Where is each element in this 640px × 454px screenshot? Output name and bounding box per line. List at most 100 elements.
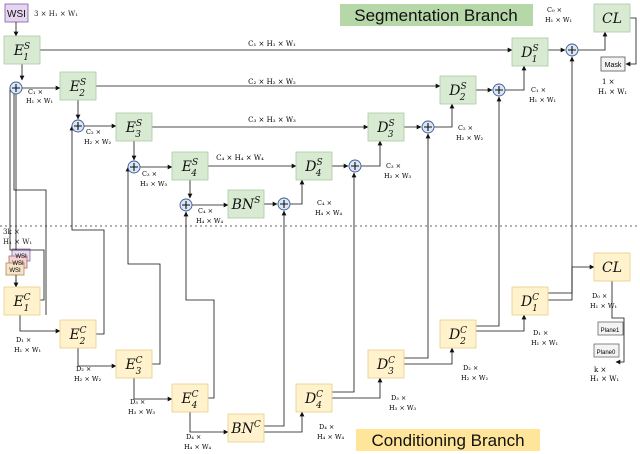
cond-bn-block: BNC xyxy=(227,413,265,443)
connections xyxy=(9,17,637,435)
dim-label: H₃ × W₃ xyxy=(128,408,156,416)
connection xyxy=(290,179,305,205)
dim-label: H₃ × W₃ xyxy=(140,180,168,188)
dim-label: H₃ × W₃ xyxy=(384,172,412,180)
connection xyxy=(19,315,61,334)
connection xyxy=(476,96,502,327)
wsi-stack-slice xyxy=(5,262,25,276)
mask-dims-b: H₁ × W₁ xyxy=(598,88,627,96)
connection xyxy=(404,347,455,365)
connection xyxy=(361,140,383,167)
connection xyxy=(578,31,608,51)
connection xyxy=(133,378,173,402)
conditioning-title-bg xyxy=(356,429,540,451)
connection xyxy=(611,281,625,365)
connection xyxy=(548,264,595,301)
sum-node xyxy=(179,198,193,212)
plane-output-box xyxy=(597,321,624,336)
connection xyxy=(125,166,161,365)
seg-cl-block: CL xyxy=(593,3,631,33)
connection xyxy=(332,377,383,399)
dim-label: D₁ × xyxy=(16,336,31,344)
connection xyxy=(332,172,357,393)
dim-label: C₁ × xyxy=(531,86,546,94)
dim-label: H₁ × W₁ xyxy=(529,96,557,104)
dim-label: H₄ × W₄ xyxy=(315,209,343,217)
connection xyxy=(505,65,527,91)
wsi-input-box xyxy=(4,3,29,23)
dim-label: C₁ × H₁ × W₁ xyxy=(248,40,296,48)
mask-label: Mask xyxy=(605,62,622,69)
plane-label: Plane1 xyxy=(601,328,620,334)
connection xyxy=(69,125,105,335)
dim-label: H₁ × W₁ xyxy=(545,16,573,24)
cond-cl-block: CL xyxy=(593,252,631,282)
connection xyxy=(264,210,287,427)
dim-label: D₄ × xyxy=(186,433,201,441)
dim-label: D₂ × xyxy=(463,364,478,372)
dim-label: H₄ × W₄ xyxy=(184,443,212,451)
dim-label: H₁ × W₁ xyxy=(26,97,54,105)
seg-bn-block: BNS xyxy=(227,189,265,219)
cond-input-dims-b: H₁ × W₁ xyxy=(3,238,32,246)
connection xyxy=(434,103,455,128)
sum-node xyxy=(127,160,141,174)
dim-label: H₁ × W₁ xyxy=(531,339,559,347)
connection xyxy=(9,88,45,301)
seg-cl-label: CL xyxy=(602,11,622,27)
wsi-input-label: WSI xyxy=(7,9,26,20)
dim-label: C₂ × xyxy=(86,128,101,136)
dim-label: C₁ × xyxy=(28,88,43,96)
dim-label: C₄ × xyxy=(198,207,213,215)
sum-node xyxy=(492,83,506,97)
wsi-input-dims: 3 × H₁ × W₁ xyxy=(34,10,78,18)
sum-node xyxy=(9,81,23,95)
dim-label: D₃ × xyxy=(391,394,406,402)
sum-node xyxy=(71,119,85,133)
connection xyxy=(625,17,637,67)
dim-label: H₄ × W₄ xyxy=(317,433,345,441)
skip-adders xyxy=(9,43,579,212)
dim-label: C₃ × xyxy=(142,170,157,178)
dim-label: C₄ × xyxy=(317,199,332,207)
connection xyxy=(13,94,47,315)
wsi-stack: WSI WSI WSI xyxy=(5,248,31,276)
connection xyxy=(476,314,527,332)
dim-label: D₁ × xyxy=(533,329,548,337)
dim-label: C₃ × H₃ × W₃ xyxy=(248,116,296,124)
sum-node xyxy=(277,197,291,211)
dim-label: D₂ × xyxy=(76,365,91,373)
plane-label: Plane0 xyxy=(597,350,616,356)
segmentation-title-bg xyxy=(340,4,533,26)
dim-label: C₄ × H₄ × W₄ xyxy=(216,154,264,162)
planes-dims-a: k × xyxy=(594,366,606,374)
dim-label: D₃ × xyxy=(130,398,145,406)
connection xyxy=(404,133,431,359)
dim-label: H₁ × W₁ xyxy=(14,346,42,354)
sum-node xyxy=(348,159,362,173)
dim-label: H₄ × W₄ xyxy=(196,217,224,225)
